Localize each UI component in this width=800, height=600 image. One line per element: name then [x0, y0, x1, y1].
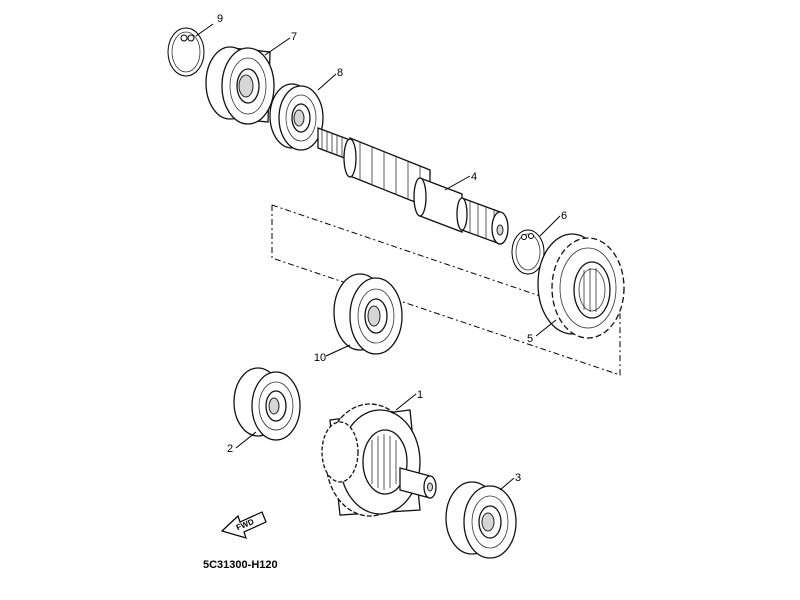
- drive-axle-shaft-icon: [317, 127, 509, 245]
- spur-gear-icon: [537, 233, 625, 339]
- leader-lines: [195, 23, 561, 491]
- bearing-icon: [233, 367, 301, 441]
- assembly-bracket: [271, 204, 621, 376]
- fwd-arrow-icon: FWD: [220, 511, 267, 539]
- callout-3: 3: [515, 472, 521, 484]
- bearing-icon: [269, 83, 324, 151]
- circlip-icon: [167, 27, 205, 77]
- callout-8: 8: [337, 67, 343, 79]
- callout-4: 4: [471, 171, 477, 183]
- circlip-icon: [511, 229, 545, 275]
- callout-7: 7: [291, 31, 297, 43]
- secondary-gear-icon: [321, 403, 437, 517]
- drawing-code: 5C31300-H120: [203, 559, 278, 571]
- bearing-icon: [205, 46, 275, 125]
- bearing-icon: [445, 481, 517, 559]
- callout-9: 9: [217, 13, 223, 25]
- callout-6: 6: [561, 210, 567, 222]
- callout-5: 5: [527, 333, 533, 345]
- callout-1: 1: [417, 389, 423, 401]
- callout-2: 2: [227, 443, 233, 455]
- callout-10: 10: [314, 352, 326, 364]
- bearing-icon: [333, 273, 403, 355]
